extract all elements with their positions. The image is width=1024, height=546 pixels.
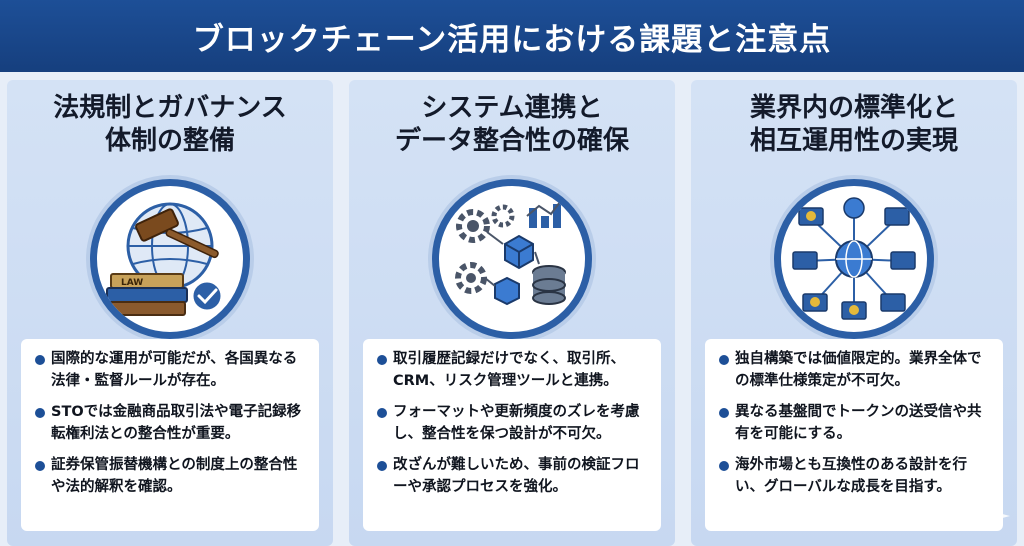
column-title: 法規制とガバナンス 体制の整備	[7, 92, 333, 158]
column-title-line2: 相互運用性の実現	[749, 126, 958, 156]
bullet-item: STOでは金融商品取引法や電子記録移転権利法との整合性が重要。	[31, 402, 311, 445]
gears-cube-database-illustration	[455, 197, 566, 306]
column-title: 業界内の標準化と 相互運用性の実現	[691, 92, 1017, 158]
bullet-item: 独自構築では価値限定的。業界全体での標準仕様策定が不可欠。	[715, 349, 995, 392]
bullet-item: 異なる基盤間でトークンの送受信や共有を可能にする。	[715, 402, 995, 445]
network-globe-icon	[774, 179, 934, 339]
column-title-line2: データ整合性の確保	[394, 126, 629, 156]
gavel-globe-illustration: LAW	[106, 202, 224, 316]
column-system-integration: システム連携と データ整合性の確保	[349, 80, 675, 546]
network-illustration	[792, 197, 916, 320]
bullet-card: 取引履歴記録だけでなく、取引所、CRM、リスク管理ツールと連携。 フォーマットや…	[363, 339, 661, 531]
title-banner: ブロックチェーン活用における課題と注意点	[0, 0, 1024, 72]
bullet-item: 国際的な運用が可能だが、各国異なる法律・監督ルールが存在。	[31, 349, 311, 392]
bullet-item: フォーマットや更新頻度のズレを考慮し、整合性を保つ設計が不可欠。	[373, 402, 653, 445]
sparkle-icon	[986, 504, 1010, 528]
column-title-line1: 法規制とガバナンス	[53, 93, 287, 123]
bullet-item: 海外市場とも互換性のある設計を行い、グローバルな成長を目指す。	[715, 455, 995, 498]
column-title-line1: システム連携と	[421, 93, 603, 123]
page-title: ブロックチェーン活用における課題と注意点	[192, 21, 832, 58]
column-title-line2: 体制の整備	[104, 126, 235, 156]
column-title-line1: 業界内の標準化と	[749, 93, 958, 123]
column-title: システム連携と データ整合性の確保	[349, 92, 675, 158]
bullet-card: 独自構築では価値限定的。業界全体での標準仕様策定が不可欠。 異なる基盤間でトーク…	[705, 339, 1003, 531]
bullet-item: 改ざんが難しいため、事前の検証フローや承認プロセスを強化。	[373, 455, 653, 498]
law-book-label: LAW	[121, 278, 143, 288]
system-gears-icon	[432, 179, 592, 339]
law-gavel-icon: LAW	[90, 179, 250, 339]
column-regulation: 法規制とガバナンス 体制の整備 LAW 国際的な運用が可能だが、各国異なる法律・…	[7, 80, 333, 546]
bullet-card: 国際的な運用が可能だが、各国異なる法律・監督ルールが存在。 STOでは金融商品取…	[21, 339, 319, 531]
column-standardization: 業界内の標準化と 相互運用性の実現	[691, 80, 1017, 546]
bullet-item: 取引履歴記録だけでなく、取引所、CRM、リスク管理ツールと連携。	[373, 349, 653, 392]
bullet-item: 証券保管振替機構との制度上の整合性や法的解釈を確認。	[31, 455, 311, 498]
